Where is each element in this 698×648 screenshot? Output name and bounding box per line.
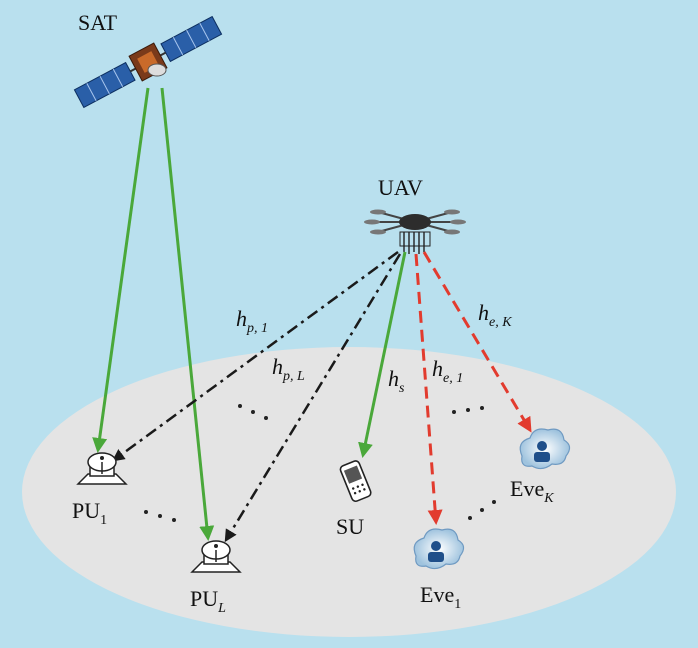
link-uav-to-pu1 (111, 250, 399, 462)
su-label: SU (336, 514, 364, 539)
eveK-label: EveK (510, 476, 554, 506)
link-sat-to-puL (160, 87, 215, 541)
link-sat-to-pu1 (92, 87, 150, 453)
uav-label: UAV (378, 175, 423, 200)
link-uav-to-eve1 (414, 253, 443, 525)
link-uav-to-su (358, 251, 407, 458)
channel-label-hs: hs (388, 366, 405, 396)
uav-drone-icon (364, 209, 466, 254)
ellipsis-dots-links-eve (452, 406, 484, 414)
pu1-label: PU1 (72, 498, 107, 528)
eve1-eavesdropper-icon (413, 528, 465, 570)
puL-label: PUL (190, 586, 226, 616)
link-uav-to-puL (224, 253, 402, 543)
puL-antenna-icon (190, 540, 242, 573)
channel-label-heK: he, K (478, 300, 512, 330)
satellite-icon (73, 15, 223, 109)
channel-label-hp1: hp, 1 (236, 306, 268, 336)
sat-label: SAT (78, 10, 118, 35)
pu1-antenna-icon (76, 452, 128, 485)
eve1-label: Eve1 (420, 582, 461, 612)
ellipsis-dots-eve (468, 500, 496, 520)
eveK-eavesdropper-icon (519, 428, 571, 470)
ellipsis-dots-links-pu (238, 404, 268, 420)
su-phone-icon (339, 460, 372, 503)
ellipsis-dots-pu (144, 510, 176, 522)
link-uav-to-eveK (422, 251, 532, 433)
channel-label-he1: he, 1 (432, 356, 463, 386)
channel-label-hpL: hp, L (272, 354, 305, 384)
